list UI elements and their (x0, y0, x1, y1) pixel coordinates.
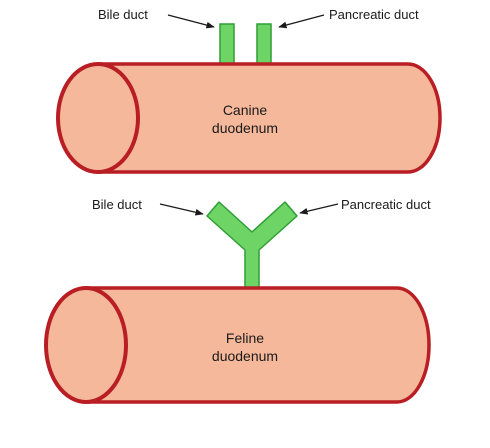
canine-pancreatic-duct (256, 23, 272, 67)
canine-section: Bile duct Pancreatic duct Canine duodenu… (56, 7, 442, 174)
canine-bile-label: Bile duct (98, 7, 148, 22)
feline-duodenum-tube (84, 286, 431, 404)
canine-pancreatic-arrow (278, 14, 325, 29)
feline-bile-arrow (159, 203, 204, 216)
canine-tube-opening (56, 62, 140, 174)
canine-organ-label-line2: duodenum (212, 120, 278, 136)
canine-pancreatic-label: Pancreatic duct (329, 7, 419, 22)
feline-organ-label-line2: duodenum (212, 348, 278, 364)
feline-pancreatic-label: Pancreatic duct (341, 197, 431, 212)
canine-bile-duct (219, 23, 235, 67)
canine-organ-label-line1: Canine (223, 102, 268, 118)
feline-organ-label-line1: Feline (226, 330, 264, 346)
feline-bile-label: Bile duct (92, 197, 142, 212)
feline-common-duct (206, 201, 298, 289)
feline-tube-opening (44, 286, 128, 404)
canine-bile-arrow (167, 14, 215, 29)
feline-pancreatic-arrow (299, 203, 339, 215)
feline-section: Bile duct Pancreatic duct Feline duodenu… (44, 197, 431, 404)
canine-duodenum-tube (96, 62, 442, 174)
